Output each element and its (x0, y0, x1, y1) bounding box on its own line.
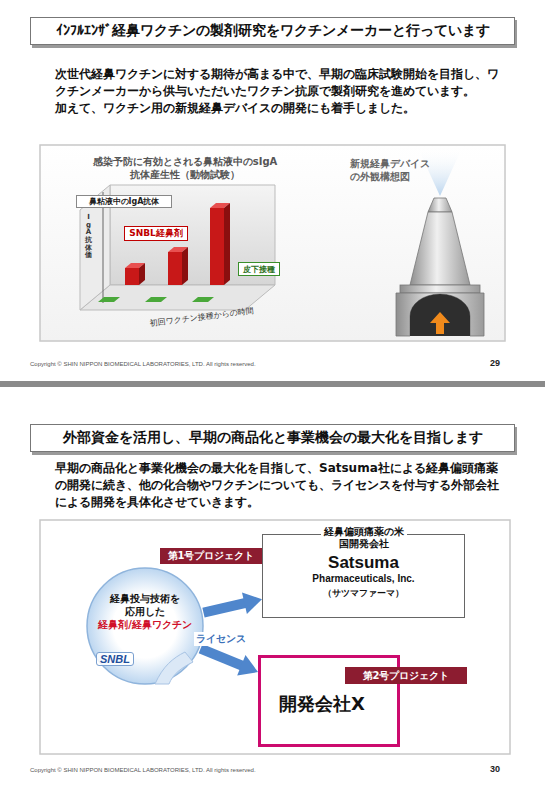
chart-wall-part (103, 192, 104, 303)
node-text: 開発会社X (279, 692, 397, 716)
arrow-head (237, 655, 258, 675)
node-text: 第2号プロジェクト (363, 669, 450, 683)
series-label-red: SNBL経鼻剤 (124, 226, 188, 241)
diagram-panel (40, 520, 510, 754)
edge-label: ライセンス (194, 632, 248, 646)
device-sketch (155, 652, 193, 684)
spray-cone-part (418, 148, 462, 196)
company-box: 経鼻偏頭痛薬の米国開発会社SatsumaPharmaceuticals, Inc… (262, 534, 465, 618)
chart-panel (40, 145, 505, 341)
red-bar-part (182, 247, 188, 285)
red-bar (125, 203, 230, 285)
node-text: （サツマファーマ） (323, 587, 404, 600)
circle-outline (87, 568, 203, 684)
push-arrow-part (430, 312, 450, 334)
slide-separator-part (0, 381, 545, 387)
arrow-head (242, 593, 262, 614)
node-text: 経鼻投与技術を応用した (107, 592, 183, 618)
chart-wall-part (80, 285, 275, 310)
diagram-panel-part (40, 520, 510, 754)
nasal-device-part (410, 212, 470, 285)
green-tile-part (192, 297, 214, 302)
red-bar-part (125, 268, 139, 285)
page-number: 30 (490, 764, 500, 774)
title-band: 外部資金を活用し、早期の商品化と事業機会の最大化を目指します (30, 424, 515, 452)
chart-title: 感染予防に有効とされる鼻粘液中のsIgA抗体産生性（動物試験） (92, 156, 278, 181)
node-text: 経鼻剤/経鼻ワクチン (98, 618, 192, 631)
nasal-device-part (400, 285, 480, 293)
node-text: ｲﾝﾌﾙｴﾝｻﾞ経鼻ワクチンの製剤研究をワクチンメーカーと行っています (56, 22, 490, 40)
page-number: 29 (490, 358, 500, 368)
series-label-green: 皮下接種 (238, 262, 280, 276)
body-text: 次世代経鼻ワクチンに対する期待が高まる中で、早期の臨床試験開始を目指し、ワクチン… (55, 66, 503, 100)
project-tag: 第2号プロジェクト (345, 667, 467, 684)
nasal-device-part (428, 198, 452, 212)
license-arrow (203, 593, 262, 614)
node-text: 皮下接種 (243, 264, 275, 275)
project-tag: 第1号プロジェクト (160, 548, 262, 564)
nasal-device-part (396, 293, 484, 336)
node-text: Satsuma (328, 553, 399, 573)
nasal-device-part (410, 294, 470, 336)
node-text: 経鼻偏頭痛薬の米国開発会社 (321, 526, 407, 550)
figure-caption: 新規経鼻デバイスの外観構想図 (350, 158, 434, 183)
copyright: Copyright © SHIN NIPPON BIOMEDICAL LABOR… (30, 767, 256, 773)
spray-cone (418, 148, 462, 196)
node-text: SNBL経鼻剤 (129, 227, 183, 240)
red-bar-part (224, 203, 230, 285)
red-bar-part (210, 208, 224, 285)
axis-label: IgA抗体価 (85, 214, 92, 260)
body-text: 加えて、ワクチン用の新規経鼻デバイスの開発にも着手しました。 (55, 100, 503, 117)
nasal-device (396, 198, 484, 336)
node-text: 第1号プロジェクト (168, 549, 255, 563)
red-bar-part (168, 252, 182, 285)
title-band: ｲﾝﾌﾙｴﾝｻﾞ経鼻ワクチンの製剤研究をワクチンメーカーと行っています (30, 17, 515, 45)
slide-separator (0, 381, 545, 387)
technology-circle: 経鼻投与技術を応用した経鼻剤/経鼻ワクチン (85, 566, 205, 686)
chart-panel-part (40, 145, 505, 341)
green-tile-part (145, 297, 167, 302)
node-text: Pharmaceuticals, Inc. (312, 573, 414, 584)
chart-series-box: 鼻粘液中のIgA抗体 (76, 195, 172, 208)
body-text: 早期の商品化と事業化機会の最大化を目指して、Satsuma社による経鼻偏頭痛薬の… (55, 460, 503, 510)
chart-wall (80, 185, 275, 310)
node-text: 鼻粘液中のIgA抗体 (89, 196, 160, 207)
node-text: 外部資金を活用し、早期の商品化と事業機会の最大化を目指します (63, 429, 483, 447)
green-tile-part (98, 297, 120, 302)
copyright: Copyright © SHIN NIPPON BIOMEDICAL LABOR… (30, 361, 256, 367)
push-arrow (430, 312, 450, 334)
license-arrow (201, 649, 258, 676)
logo-text: SNBL (96, 652, 134, 666)
green-tile (98, 297, 214, 302)
red-bar-part (139, 263, 145, 285)
